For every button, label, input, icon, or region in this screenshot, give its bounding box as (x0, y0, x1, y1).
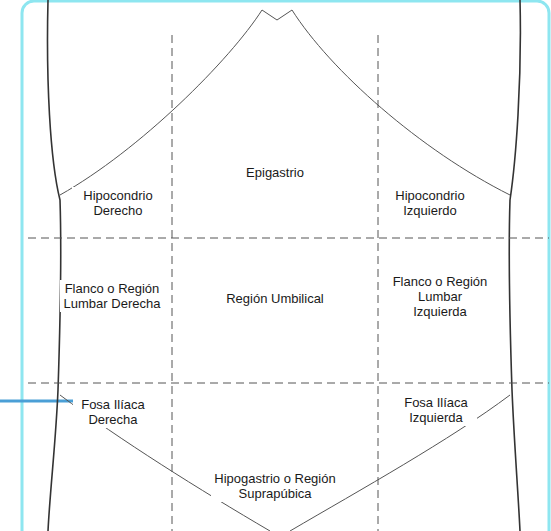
midclavicular-line-right (172, 35, 173, 531)
body-outline-left (48, 0, 61, 531)
region-label: Hipocondrio Derecho (72, 187, 164, 219)
region-label: Fosa Ilíaca Derecha (73, 396, 153, 428)
region-label: Flanco o Región Lumbar Izquierda (388, 273, 492, 320)
midclavicular-line-left (378, 35, 379, 531)
page-frame (22, 1, 549, 531)
region-label: Epigastrio (230, 164, 320, 181)
intertubercular-plane (28, 383, 549, 384)
region-label: Flanco o Región Lumbar Derecha (60, 280, 164, 312)
region-label: Hipogastrio o Región Suprapúbica (211, 470, 339, 502)
body-outline-right (509, 0, 520, 531)
inguinal-line-left (60, 395, 270, 531)
subcostal-plane (28, 238, 549, 239)
region-label: Región Umbilical (220, 290, 330, 307)
region-label: Fosa Ilíaca Izquierda (395, 394, 477, 426)
inguinal-line-right (290, 395, 510, 531)
region-label: Hipocondrio Izquierdo (384, 187, 476, 219)
rib-margin (60, 10, 510, 195)
